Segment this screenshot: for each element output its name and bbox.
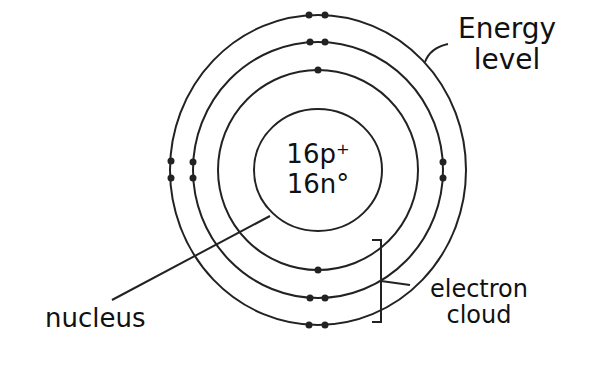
electrons bbox=[168, 12, 447, 329]
energy-level-3 bbox=[170, 15, 466, 325]
nucleus-circle: 16p⁺16n° bbox=[253, 108, 383, 232]
part-label: Energy level bbox=[448, 14, 566, 76]
bracket bbox=[372, 240, 381, 322]
energy-level-1 bbox=[218, 70, 418, 270]
part-label: electron cloud bbox=[414, 276, 544, 329]
leader-line bbox=[112, 216, 270, 300]
part-label: nucleus bbox=[45, 304, 175, 333]
energy-level-2 bbox=[193, 42, 443, 298]
leader-line bbox=[381, 281, 410, 285]
nucleus-count: 16p⁺ bbox=[286, 140, 349, 170]
nucleus-count: 16n° bbox=[287, 170, 350, 200]
leader-line bbox=[425, 44, 448, 62]
